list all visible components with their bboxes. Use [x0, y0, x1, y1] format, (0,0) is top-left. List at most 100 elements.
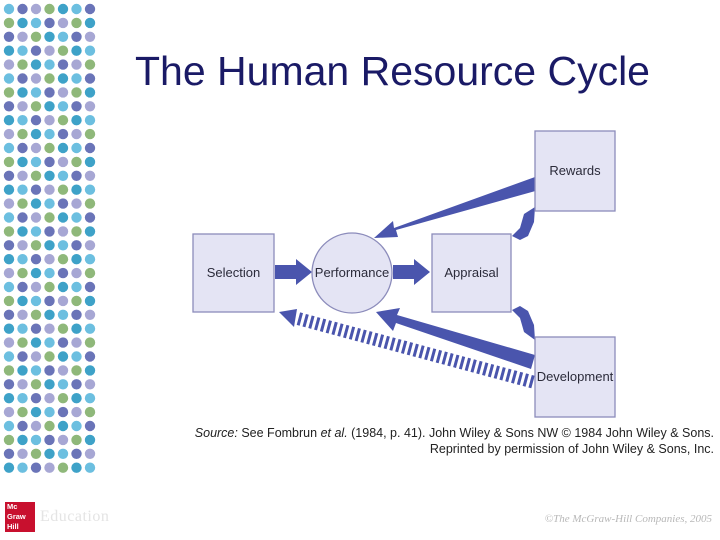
- decor-dot: [3, 393, 15, 404]
- decor-dot: [57, 170, 69, 181]
- source-label: Source:: [194, 426, 238, 440]
- node-performance: Performance: [311, 232, 393, 314]
- decor-dot: [30, 156, 42, 168]
- decor-dot: [3, 351, 15, 362]
- arrow-rewards-to-performance: [374, 177, 539, 238]
- decor-dot: [30, 45, 42, 56]
- decor-dot: [71, 351, 82, 362]
- decor-dot: [3, 115, 15, 126]
- decor-dot: [17, 254, 28, 265]
- decor-dot: [84, 128, 96, 140]
- decor-dot: [44, 462, 55, 473]
- decor-dot: [17, 170, 28, 181]
- decor-dot: [3, 87, 15, 98]
- decor-dot: [44, 31, 55, 42]
- decor-dot: [3, 240, 15, 251]
- decor-dot: [17, 448, 28, 459]
- source-line-2: Reprinted by permission of John Wiley & …: [429, 442, 714, 456]
- decor-dot: [84, 351, 96, 362]
- decor-dot: [17, 406, 28, 418]
- decor-dot: [84, 254, 96, 265]
- decor-dot: [44, 45, 55, 56]
- decor-dot: [44, 323, 55, 334]
- decor-dot: [84, 420, 96, 432]
- decor-dot: [57, 156, 69, 168]
- slide-title: The Human Resource Cycle: [135, 48, 650, 94]
- decor-dot: [3, 448, 15, 459]
- decor-dot: [84, 87, 96, 98]
- decor-dot: [30, 337, 42, 348]
- decor-dot: [30, 351, 42, 362]
- decor-dot: [17, 212, 28, 223]
- decor-dot: [17, 17, 28, 29]
- decor-dot: [84, 198, 96, 209]
- decor-dot: [3, 267, 15, 279]
- arrow-appraisal-to-rewards: [512, 207, 535, 240]
- decor-dot: [57, 406, 69, 418]
- decor-dot: [44, 184, 55, 195]
- decor-dot: [71, 128, 82, 140]
- decor-dot: [57, 184, 69, 195]
- decor-dot: [71, 254, 82, 265]
- decor-dot: [17, 226, 28, 237]
- node-label-appraisal: Appraisal: [444, 265, 498, 280]
- decor-dot: [57, 448, 69, 459]
- decor-dot: [17, 142, 28, 154]
- decor-dot: [57, 337, 69, 348]
- decor-dot: [30, 170, 42, 181]
- source-line-1: Source: See Fombrun et al. (1984, p. 41)…: [194, 426, 714, 440]
- decor-dot: [17, 365, 28, 376]
- decor-dot: [30, 73, 42, 84]
- decor-dot: [3, 184, 15, 195]
- node-appraisal: Appraisal: [431, 233, 512, 313]
- decor-dot: [3, 212, 15, 223]
- decor-dot: [30, 254, 42, 265]
- decor-dot: [44, 393, 55, 404]
- decor-dot: [17, 351, 28, 362]
- decor-dot: [71, 323, 82, 334]
- decor-dot: [71, 59, 82, 70]
- decor-dot: [44, 281, 55, 293]
- decor-dot: [71, 17, 82, 29]
- decor-dot: [30, 115, 42, 126]
- decor-dot: [44, 295, 55, 307]
- decor-dot: [57, 254, 69, 265]
- arrow-appraisal-to-development: [512, 306, 535, 340]
- decor-dot: [3, 281, 15, 293]
- decor-dot: [57, 267, 69, 279]
- decor-dot: [57, 31, 69, 42]
- decor-dot: [84, 101, 96, 112]
- decor-dot: [44, 365, 55, 376]
- decor-dot: [84, 142, 96, 154]
- decor-dot: [3, 128, 15, 140]
- decor-dot: [71, 45, 82, 56]
- decor-dot: [3, 31, 15, 42]
- decor-dot: [71, 267, 82, 279]
- decor-dot: [17, 73, 28, 84]
- decor-dot: [3, 17, 15, 29]
- decor-dot: [71, 170, 82, 181]
- decor-dot: [84, 448, 96, 459]
- decor-dot: [30, 184, 42, 195]
- decor-dot: [30, 87, 42, 98]
- decorative-dot-grid: [3, 3, 96, 473]
- decor-dot: [71, 365, 82, 376]
- decor-dot: [71, 337, 82, 348]
- decor-dot: [57, 59, 69, 70]
- decor-dot: [3, 254, 15, 265]
- decor-dot: [71, 281, 82, 293]
- decor-dot: [30, 17, 42, 29]
- decor-dot: [71, 420, 82, 432]
- decor-dot: [57, 101, 69, 112]
- decor-dot: [30, 198, 42, 209]
- decor-dot: [44, 420, 55, 432]
- decor-dot: [57, 142, 69, 154]
- decor-dot: [44, 101, 55, 112]
- decor-dot: [3, 142, 15, 154]
- decor-dot: [71, 87, 82, 98]
- decor-dot: [57, 295, 69, 307]
- decor-dot: [3, 226, 15, 237]
- decor-dot: [30, 406, 42, 418]
- decor-dot: [17, 184, 28, 195]
- arrow-selection-to-performance: [275, 259, 312, 285]
